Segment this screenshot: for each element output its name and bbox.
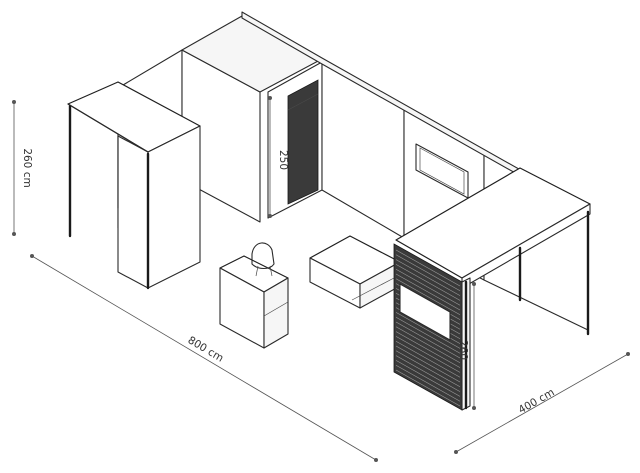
panel-slat [395,345,461,383]
counter-side [263,277,289,349]
panel-slat [395,312,461,349]
panel-slat [395,369,461,407]
panel-slat [395,326,461,364]
left-portal-front [147,125,201,289]
dim-label-height-door: 250 [277,150,289,170]
panel-slat [395,350,461,388]
left-portal-inner [117,135,149,289]
dim-height-door: 250 [268,96,289,218]
dim-label-depth: 400 cm [516,386,556,416]
panel-screen [399,283,451,341]
panel-slat [395,355,461,392]
panel-slat [395,278,461,316]
panel-slat [395,268,461,306]
panel-slat [395,254,461,292]
panel-slat [395,340,461,378]
dim-label-height-left: 260 cm [21,148,33,187]
storage-door [287,79,319,205]
dim-label-height-right: 260 [457,340,469,360]
dim-depth: 400 cm [454,352,630,454]
dim-height-left: 260 cm [12,100,33,236]
panel-slat [395,331,461,368]
dim-label-length: 800 cm [186,334,226,364]
dim-height-right: 260 [457,282,476,410]
panel-slat [395,249,461,287]
chair [251,242,275,270]
panel-slat [395,259,461,296]
panel-slat [395,273,461,311]
panel-slat [395,364,461,402]
panel-slat [395,264,461,301]
panel-slat [395,360,461,397]
panel-slat [395,321,461,359]
panel-slat [395,316,461,354]
panel-slat [395,336,461,373]
back-wall-right [321,61,405,239]
